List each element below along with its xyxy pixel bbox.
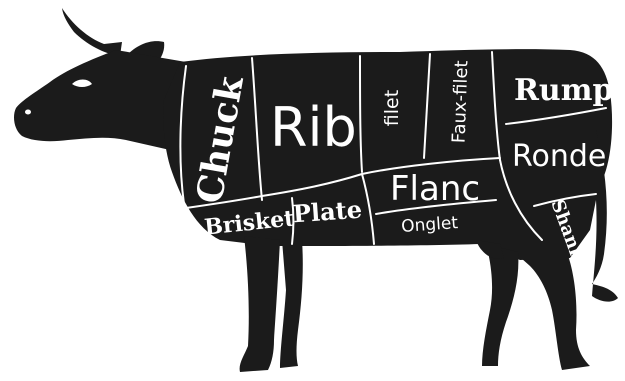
front-far-leg [280, 240, 303, 368]
hind-far-leg [482, 244, 518, 366]
label-rib: Rib [270, 96, 357, 159]
label-faux-filet: Faux-filet [449, 60, 473, 143]
label-plate: Plate [292, 195, 363, 229]
horn [62, 8, 122, 56]
front-leg [240, 236, 280, 372]
nostril [25, 110, 31, 115]
label-filet: filet [381, 90, 403, 126]
cow-silhouette [14, 8, 618, 372]
label-flanc: Flanc [390, 169, 480, 209]
label-rump: Rump [514, 73, 613, 108]
label-ronde: Ronde [512, 139, 606, 174]
hind-leg [512, 250, 590, 370]
head [14, 50, 190, 150]
label-onglet: Onglet [401, 213, 459, 237]
